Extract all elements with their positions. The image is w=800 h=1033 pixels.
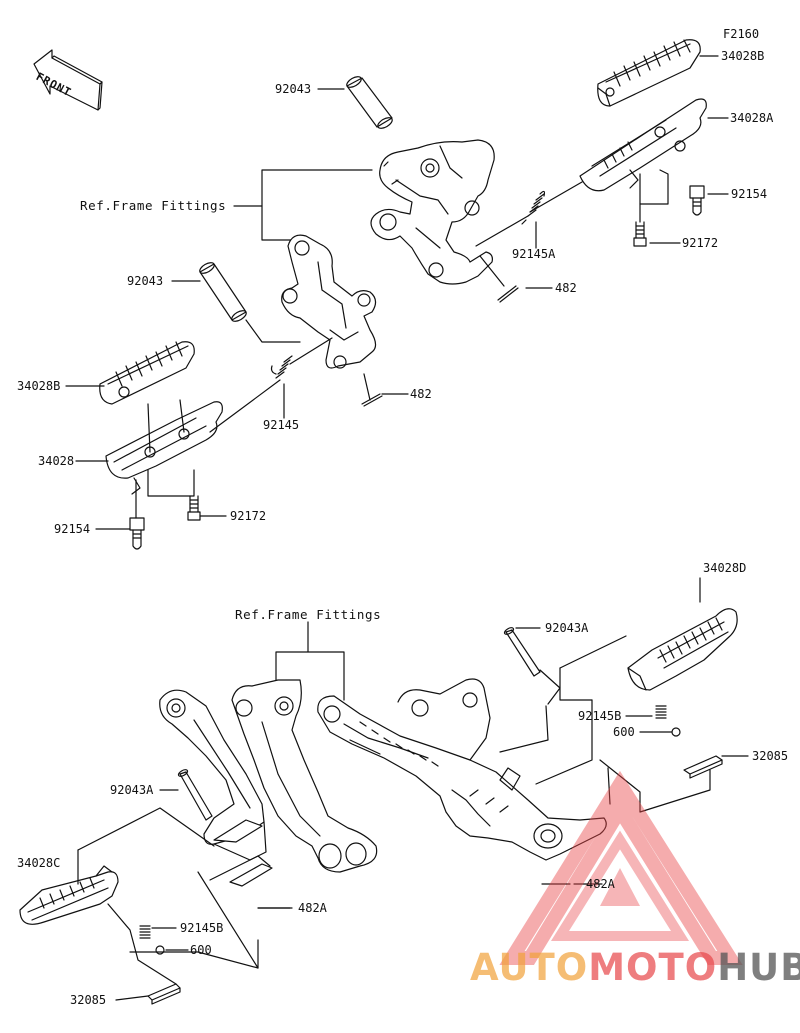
label-34028A: 34028A [730,111,774,125]
label-92145B-left: 92145B [180,921,224,935]
footrest-34028D [627,608,738,691]
footrest-rubber-34028B-right [597,39,701,107]
ref-frame-fittings-lower: Ref.Frame Fittings [235,607,382,622]
label-92145B-right: 92145B [578,709,622,723]
label-482A-right: 482A [586,877,615,891]
watermark-logo [499,770,743,965]
label-32085-right: 32085 [752,749,789,763]
label-92145A: 92145A [512,247,556,261]
spring-92145A [521,190,546,225]
label-34028D: 34028D [703,561,747,575]
spring-92145 [270,355,293,379]
footrest-34028 [105,401,223,495]
bracket-left [281,234,377,369]
label-482-right: 482 [555,281,577,295]
ball-600-left [155,945,165,955]
ref-frame-fittings-upper: Ref.Frame Fittings [80,198,227,213]
label-34028: 34028 [38,454,75,468]
rear-bracket-middle [231,679,378,873]
watermark-text-moto: MOTO [588,946,718,989]
label-34028B-right: 34028B [721,49,765,63]
plate-32085-left [147,983,181,1005]
label-600-right: 600 [613,725,635,739]
bracket-right [370,139,495,285]
footrest-rubber-34028B-left [99,341,195,405]
spring-92145B-left [139,925,151,939]
footrest-34028C [19,865,119,925]
label-482A-left: 482A [298,901,327,915]
label-482-left: 482 [410,387,432,401]
label-92043A-left: 92043A [110,783,154,797]
rear-bracket-left [159,689,267,861]
rear-bracket-right [317,678,607,861]
label-92043-left: 92043 [127,274,164,288]
label-92145: 92145 [263,418,300,432]
label-34028B-left: 34028B [17,379,61,393]
pin-92043-right [346,76,393,129]
footrest-34028A [579,98,707,192]
watermark-text: AUTOMOTOHUB [470,946,800,990]
pin-92043A-left [177,769,213,821]
circlip-482-left [361,393,383,407]
bolt-92154-left [129,517,145,550]
label-92154-left: 92154 [54,522,91,536]
spring-92145B-right [655,705,667,719]
watermark-text-auto: AUTO [470,946,589,989]
label-600-left: 600 [190,943,212,957]
plate-32085-right [683,755,723,779]
watermark-text-hub: HUB [717,946,800,989]
pin-92043-left [199,262,247,322]
label-92043A-right: 92043A [545,621,589,635]
label-92172-left: 92172 [230,509,267,523]
label-92043-right: 92043 [275,82,312,96]
label-92154-right: 92154 [731,187,768,201]
bolt-92172-left [187,495,201,521]
circlip-482-right [497,285,519,303]
label-34028C: 34028C [17,856,61,870]
label-32085-left: 32085 [70,993,107,1007]
front-arrow-icon [33,49,103,111]
bolt-92172-right [633,221,647,247]
bolt-92154-right [689,185,705,216]
label-92172-right: 92172 [682,236,719,250]
ball-600-right [671,727,681,737]
pin-92043A-right [503,627,541,677]
diagram-code: F2160 [723,27,760,41]
